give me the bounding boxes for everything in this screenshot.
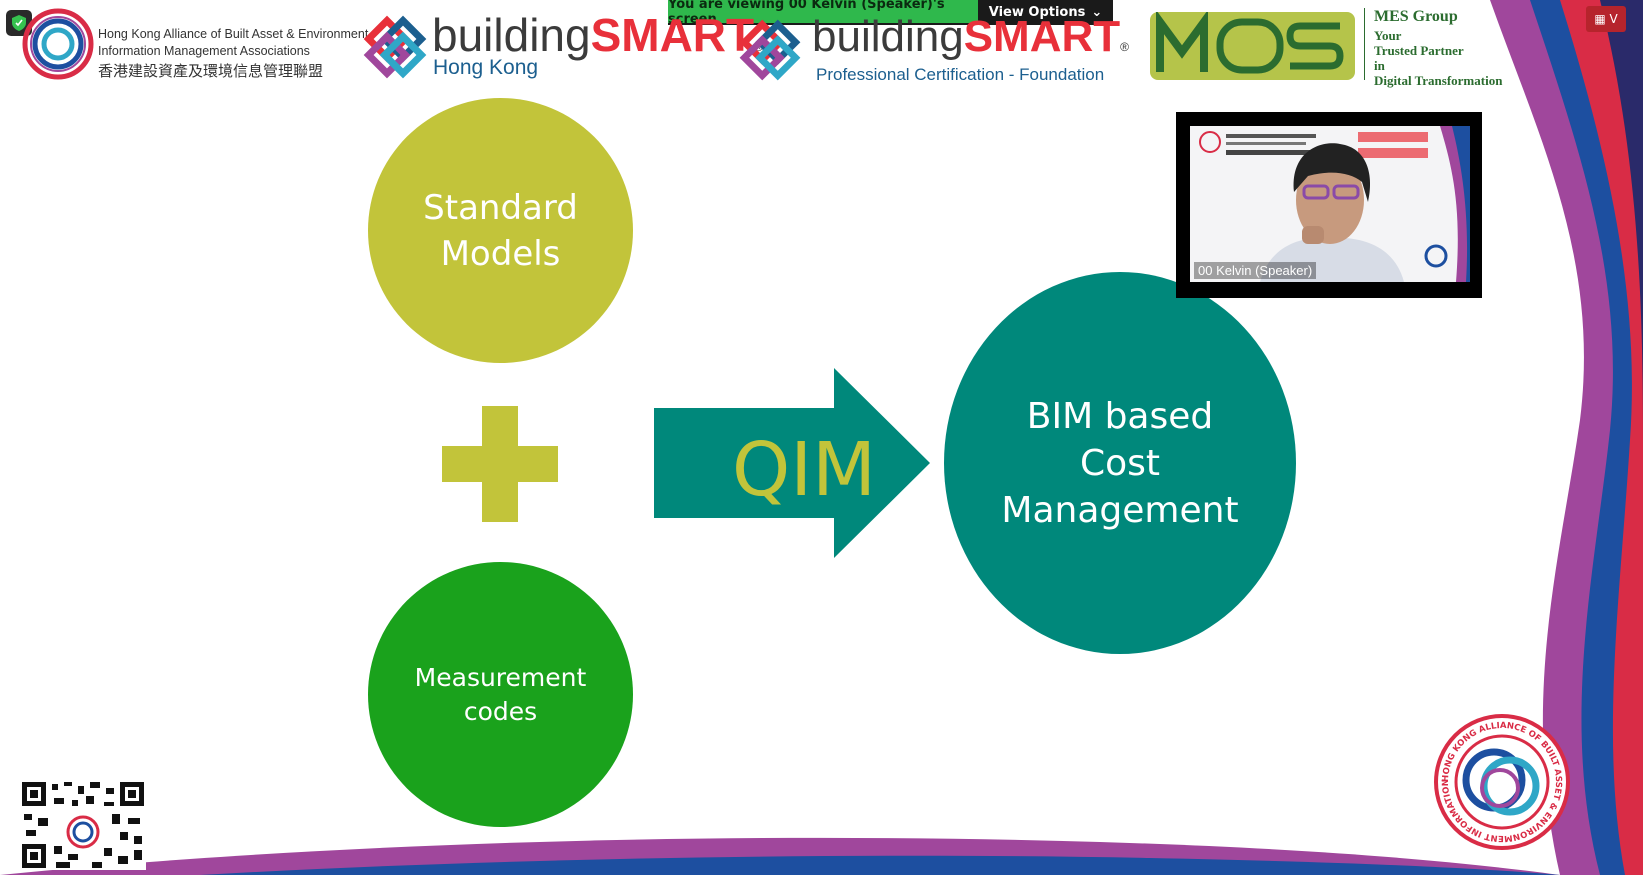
speaker-video[interactable]: 00 Kelvin (Speaker): [1176, 112, 1482, 298]
hk-alliance-logo: Hong Kong Alliance of Built Asset & Envi…: [22, 8, 368, 80]
mes-divider: [1364, 8, 1365, 80]
share-message: You are viewing 00 Kelvin (Speaker)'s sc…: [668, 0, 978, 27]
alliance-ring-icon: [22, 8, 94, 80]
buildingsmart-logo-icon: [363, 15, 427, 79]
alliance-name: Hong Kong Alliance of Built Asset & Envi…: [98, 27, 369, 58]
calendar-icon[interactable]: ▦ V: [1586, 6, 1626, 32]
mes-logo-icon: [1150, 12, 1355, 80]
buildingsmart-wordmark: buildingSMART®: [432, 9, 763, 61]
buildingsmart-hk-subtitle: Hong Kong: [433, 56, 539, 79]
qr-code-icon[interactable]: [20, 780, 146, 870]
buildingsmart-cert-wordmark: buildingSMART®: [812, 12, 1129, 61]
view-options-label: View Options: [988, 5, 1086, 20]
screen-share-banner: You are viewing 00 Kelvin (Speaker)'s sc…: [668, 0, 1113, 27]
plus-icon: [442, 406, 558, 522]
buildingsmart-cert-subtitle: Professional Certification - Foundation: [816, 65, 1105, 84]
alliance-name-chinese: 香港建設資產及環境信息管理聯盟: [98, 62, 324, 80]
chevron-down-icon: ⌄: [1091, 5, 1103, 20]
speaker-avatar: [1190, 126, 1470, 282]
speaker-video-feed: [1190, 126, 1470, 282]
qim-label: QIM: [732, 427, 876, 513]
alliance-seal-icon: HONG KONG ALLIANCE OF BUILT ASSET & ENVI…: [1434, 714, 1570, 850]
buildingsmart-cert-logo-icon: [739, 19, 801, 81]
speaker-name-label: 00 Kelvin (Speaker): [1194, 262, 1317, 279]
mes-tagline: MES Group Your Trusted Partner in Digita…: [1374, 8, 1503, 88]
view-options-button[interactable]: View Options ⌄: [978, 0, 1113, 25]
arrow-right-icon: [654, 368, 930, 558]
